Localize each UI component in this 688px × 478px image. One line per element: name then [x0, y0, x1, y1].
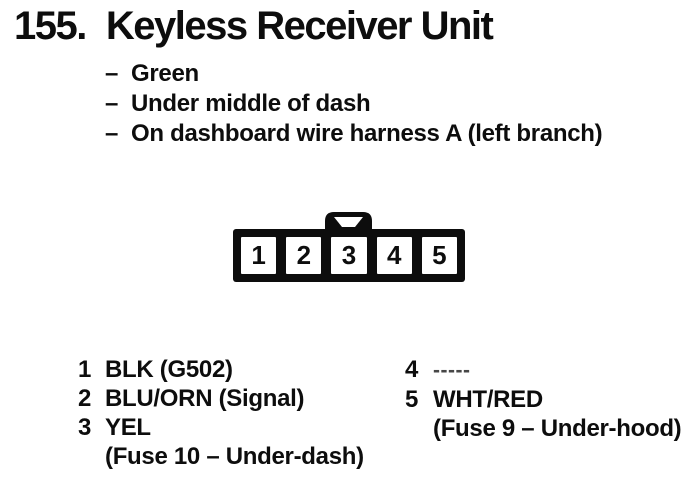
connector-cavity-4: 4: [376, 237, 412, 274]
pinout-row: (Fuse 9 – Under-hood): [405, 414, 682, 443]
note-bullet-dash: –: [105, 120, 119, 147]
pin-number: 5: [405, 386, 419, 413]
page-title-text: Keyless Receiver Unit: [105, 4, 494, 48]
pin-label: YEL: [105, 414, 151, 441]
pinout-row: 2 BLU/ORN (Signal): [78, 384, 364, 413]
note-text: On dashboard wire harness A (left branch…: [131, 120, 603, 147]
connector-cavity-1: 1: [241, 237, 277, 274]
note-line: –On dashboard wire harness A (left branc…: [105, 119, 603, 149]
note-line: –Green: [105, 59, 602, 89]
location-notes: –Green–Under middle of dash–On dashboard…: [105, 59, 603, 149]
pin-number: 2: [78, 385, 92, 412]
note-bullet-dash: –: [105, 90, 119, 117]
pinout-row: 5 WHT/RED: [405, 385, 681, 414]
pin-label: (Fuse 9 – Under-hood): [433, 415, 682, 442]
connector-cavity-3: 3: [331, 237, 367, 274]
pin-label: (Fuse 10 – Under-dash): [105, 443, 364, 470]
pinout-row: 3 YEL: [78, 413, 364, 442]
pinout-column-left: 1 BLK (G502) 2 BLU/ORN (Signal) 3 YEL(Fuse 10…: [78, 355, 364, 471]
note-text: Under middle of dash: [131, 90, 371, 117]
pin-label: BLU/ORN (Signal): [105, 385, 305, 412]
pinout-row: 1 BLK (G502): [78, 355, 364, 384]
note-line: –Under middle of dash: [105, 89, 602, 119]
note-text: Green: [131, 60, 199, 87]
page-title: 155. Keyless Receiver Unit: [14, 4, 494, 49]
pin-number: 1: [78, 356, 92, 383]
connector-cavity-5: 5: [421, 237, 458, 274]
note-bullet-dash: –: [105, 60, 119, 87]
pinout-row: (Fuse 10 – Under-dash): [78, 442, 364, 471]
connector-latch-icon: [325, 212, 372, 234]
pin-label: WHT/RED: [433, 386, 543, 413]
pinout-column-right: 4 ----- 5 WHT/RED(Fuse 9 – Under-hood): [405, 355, 682, 443]
section-number: 155.: [14, 4, 87, 48]
pin-number: 4: [405, 356, 419, 383]
pin-number: 3: [78, 414, 92, 441]
pin-label: BLK (G502): [105, 356, 233, 383]
pinout-row: 4 -----: [405, 355, 681, 385]
pin-label-not-used: -----: [433, 359, 471, 382]
connector-cavity-2: 2: [286, 237, 322, 274]
